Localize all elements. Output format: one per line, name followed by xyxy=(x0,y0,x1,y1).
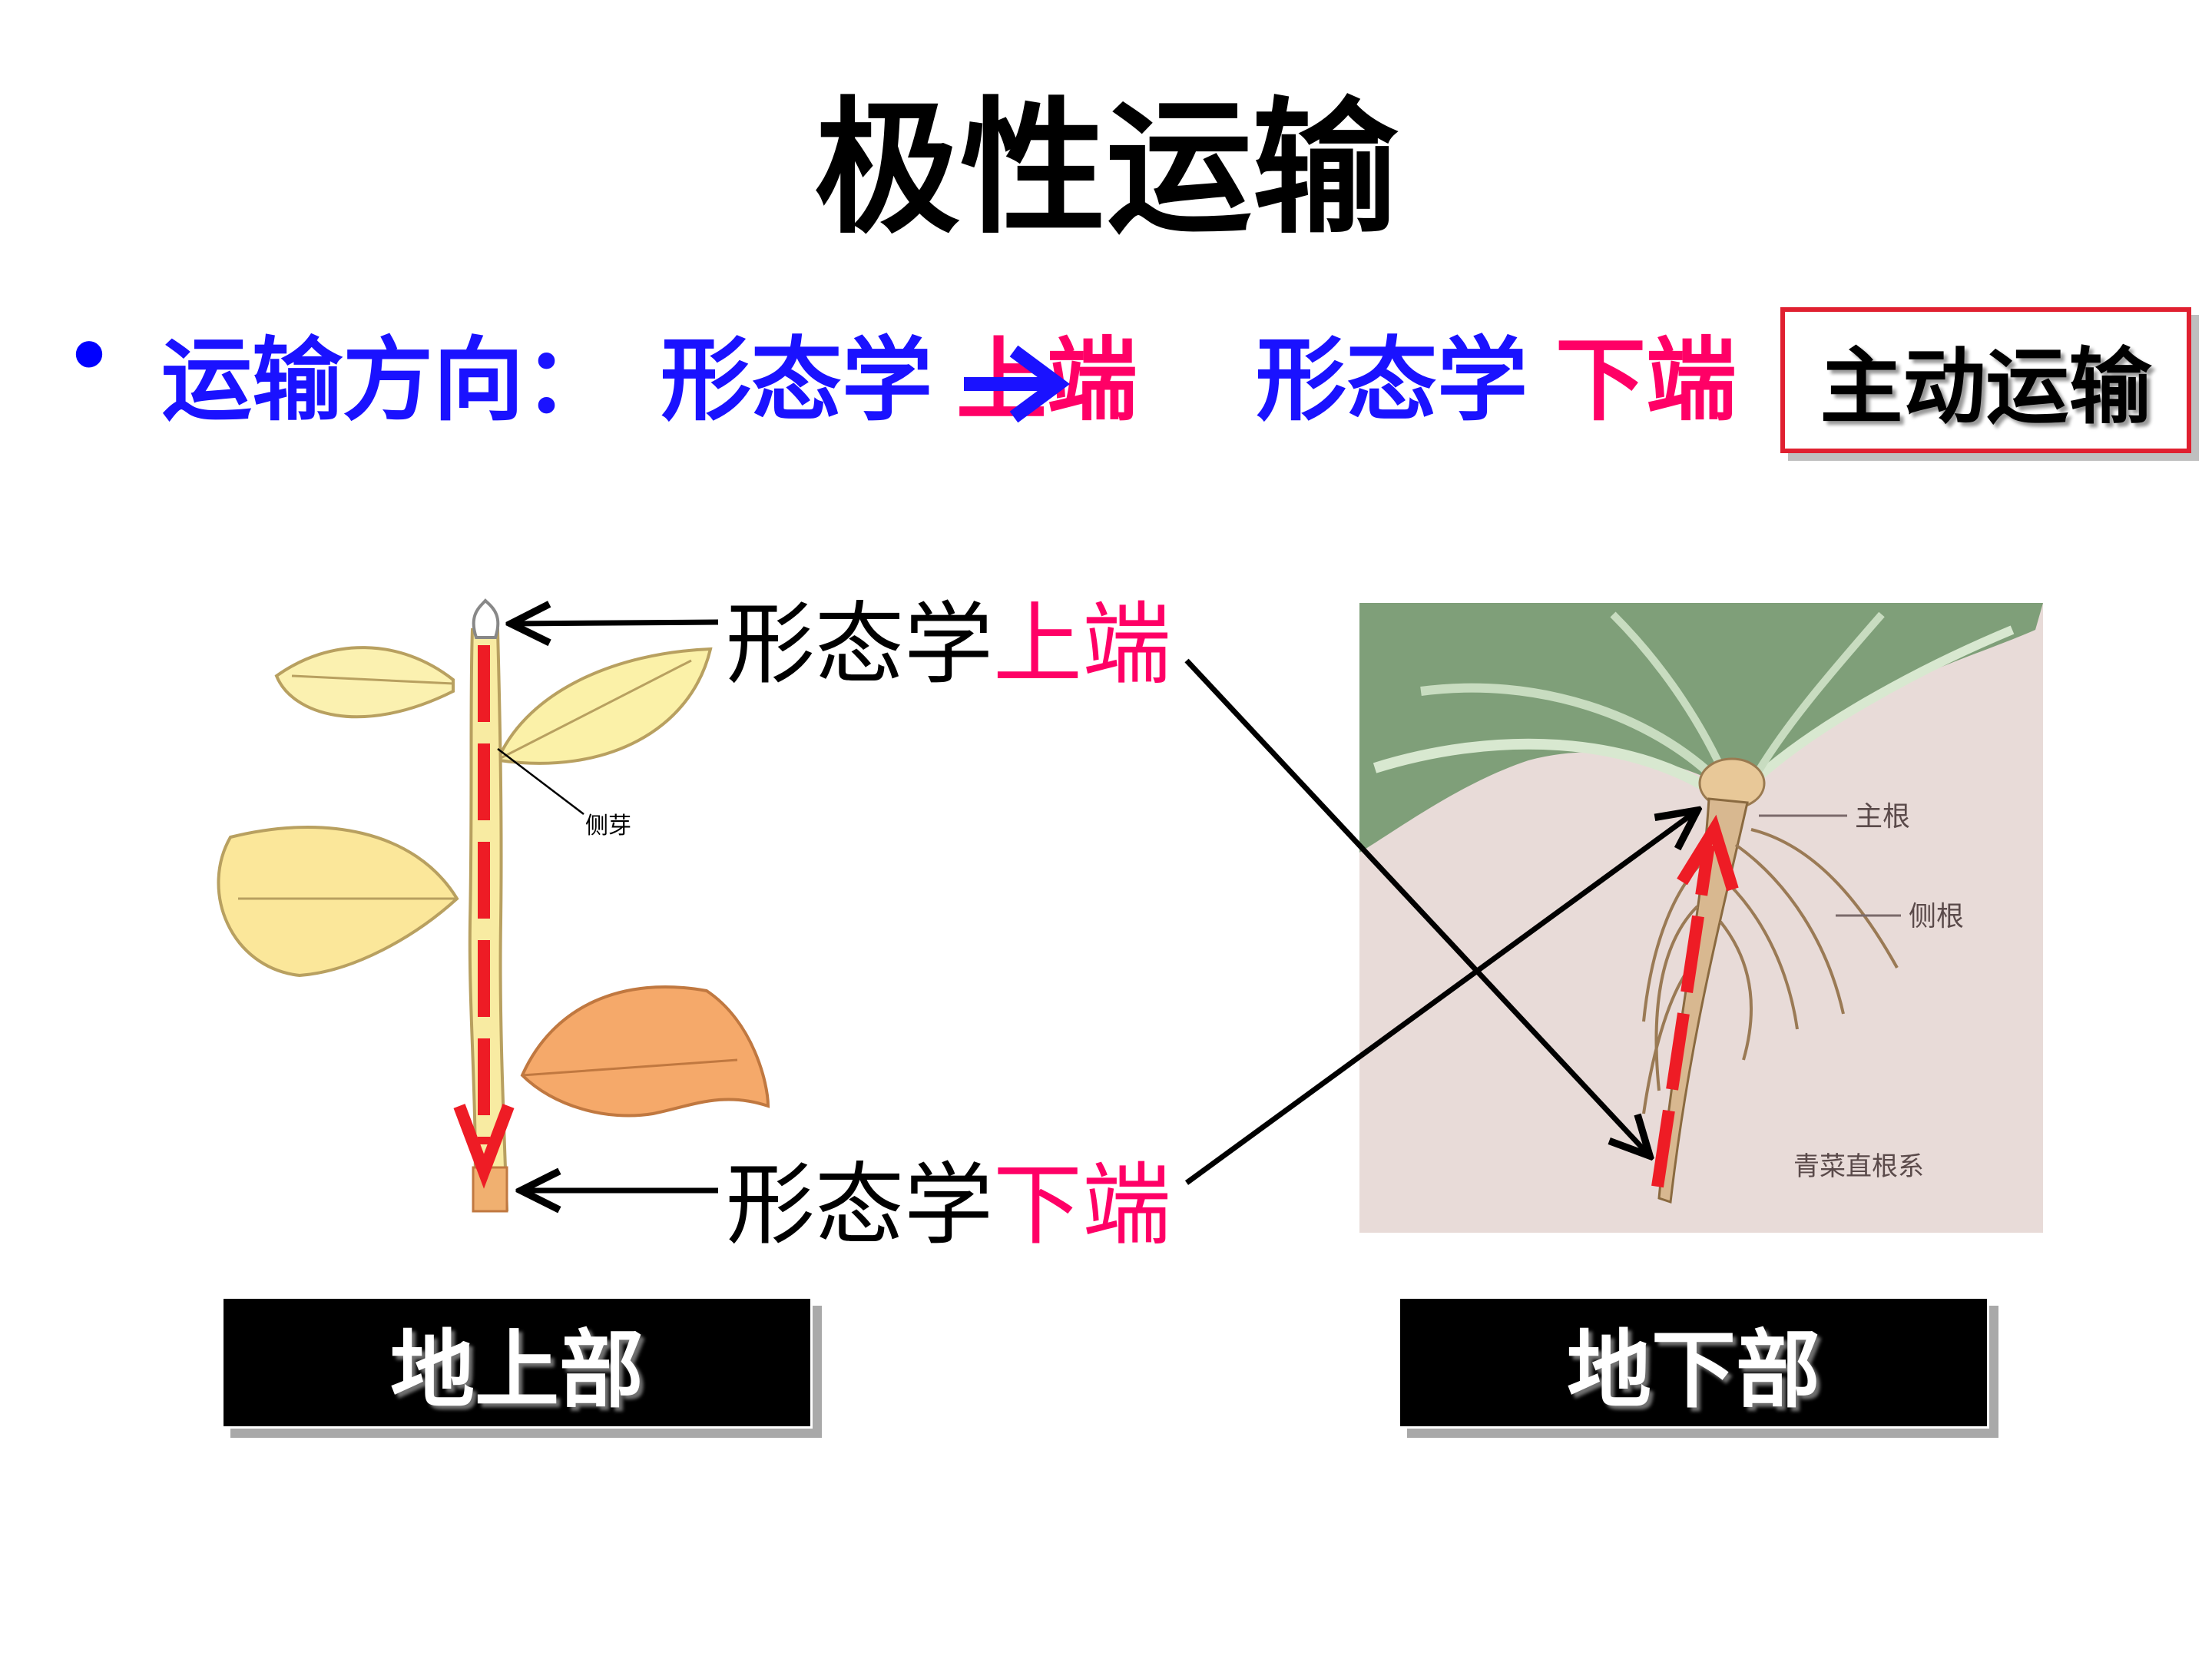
cross-arrow-to-root-base xyxy=(1184,810,1697,1185)
bullet-to-end: 下端 xyxy=(1555,327,1737,433)
upper-end-prefix: 形态学 xyxy=(726,593,993,697)
lower-end-prefix: 形态学 xyxy=(726,1154,993,1257)
stem-diagram: 侧芽 xyxy=(217,598,770,1211)
upper-end-pointer xyxy=(511,622,719,624)
lower-end-label: 形态学下端 xyxy=(726,1152,1171,1260)
upper-end-suffix: 上端 xyxy=(993,593,1171,697)
bullet-dot-icon: • xyxy=(73,302,106,405)
bullet-from-prefix: 形态学 xyxy=(661,327,933,433)
main-root-label: 主根 xyxy=(1855,801,1910,833)
lateral-bud-label: 侧芽 xyxy=(585,813,631,839)
direction-arrow-icon xyxy=(964,345,1071,423)
lateral-root-label: 侧根 xyxy=(1909,901,1964,932)
root-photo-drawing: 主根 侧根 青菜直根系 xyxy=(1359,603,2043,1204)
above-ground-tag: 地上部 xyxy=(221,1296,813,1429)
root-photo-caption: 青菜直根系 xyxy=(1793,1151,1924,1182)
downward-transport-arrow xyxy=(453,645,515,1189)
below-ground-text: 地下部 xyxy=(1567,1321,1820,1419)
active-transport-text: 主动运输 xyxy=(1820,339,2152,435)
active-transport-box: 主动运输 xyxy=(1780,307,2191,453)
slide-title: 极性运输 xyxy=(813,82,1398,253)
below-ground-tag: 地下部 xyxy=(1398,1296,1989,1429)
leaf-upper-left xyxy=(274,646,455,719)
upward-transport-arrow xyxy=(1651,814,1739,1188)
bullet-label: 运输方向： xyxy=(161,327,615,433)
cross-arrow-to-root-tip xyxy=(1184,658,1650,1156)
terminal-bud xyxy=(472,598,500,639)
bullet-to-prefix: 形态学 xyxy=(1256,327,1528,433)
leaf-lower-right xyxy=(520,985,770,1118)
lower-end-suffix: 下端 xyxy=(993,1154,1171,1257)
leaf-middle-left xyxy=(217,826,459,978)
upper-end-label: 形态学上端 xyxy=(726,591,1171,699)
above-ground-text: 地上部 xyxy=(390,1321,644,1419)
